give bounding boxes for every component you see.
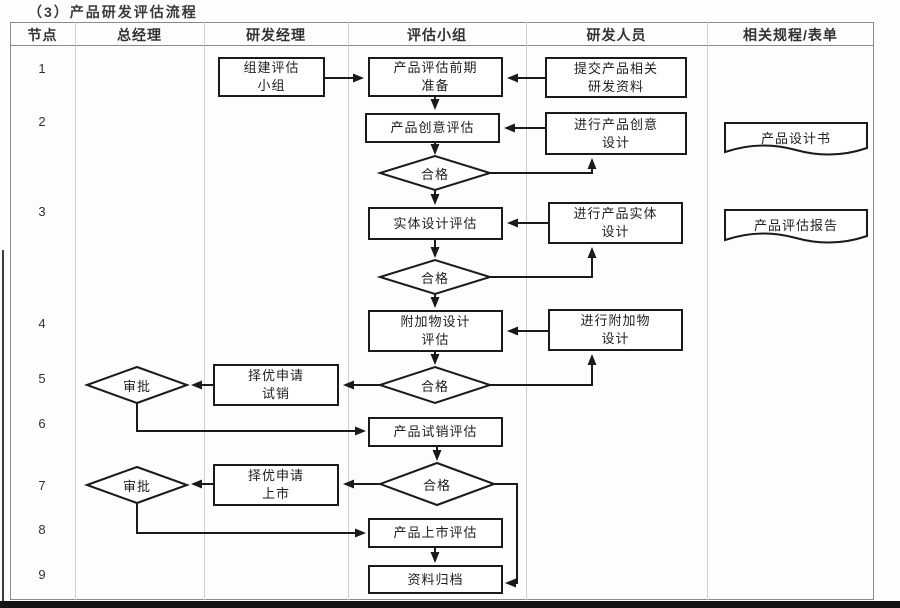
edge-pass1-loop-to-ideadesign [490,158,597,174]
diamond-approve2 [84,465,190,505]
scan-edge-bottom [0,601,900,608]
lane-divider [348,22,349,600]
diamond-pass4 [377,461,497,507]
header-underline [10,45,874,46]
box-launch-eval: 产品上市评估 [368,518,503,548]
document-eval-report [724,209,868,244]
box-build-team: 组建评估 小组 [218,57,325,97]
box-addon-eval: 附加物设计 评估 [368,310,503,352]
diamond-approve1 [84,365,190,405]
lane-header-gm: 总经理 [117,27,162,43]
box-idea-eval: 产品创意评估 [365,113,500,143]
edge-pass2-loop-to-physicaldesign [490,247,597,278]
box-apply-launch: 择优申请 上市 [213,464,339,506]
box-do-physical-design: 进行产品实体 设计 [548,202,683,244]
diamond-pass2 [376,258,494,296]
box-trial-eval: 产品试销评估 [368,417,503,447]
swimlane-table-border [10,22,874,600]
lane-divider [75,22,76,600]
node-number-3: 3 [38,204,46,219]
box-physical-eval: 实体设计评估 [368,207,503,240]
node-number-2: 2 [38,114,46,129]
diamond-pass1 [376,154,494,192]
lane-divider [526,22,527,600]
box-do-idea-design: 进行产品创意 设计 [545,112,687,155]
box-submit-materials: 提交产品相关 研发资料 [545,57,687,98]
box-do-addon-design: 进行附加物 设计 [548,309,683,351]
diamond-pass3 [376,365,494,405]
node-number-9: 9 [38,567,46,582]
lane-divider [204,22,205,600]
lane-header-eval-team: 评估小组 [407,27,467,43]
lane-header-rd-manager: 研发经理 [246,27,306,43]
lane-header-node: 节点 [27,27,58,43]
lane-divider [707,22,708,600]
edge-pass4-to-archive [494,483,518,588]
page-title: （3）产品研发评估流程 [28,4,198,20]
edge-approve1-to-trialeval [136,403,366,436]
edge-approve2-to-launcheval [136,503,366,538]
node-number-5: 5 [38,371,46,386]
node-number-8: 8 [38,522,46,537]
node-number-4: 4 [38,316,46,331]
box-archive: 资料归档 [368,565,503,594]
box-apply-trial: 择优申请 试销 [213,364,339,406]
node-number-1: 1 [38,61,46,76]
lane-header-rd-staff: 研发人员 [586,27,647,43]
lane-header-forms: 相关规程/表单 [743,27,838,43]
node-number-6: 6 [38,416,46,431]
scan-edge-left [2,250,4,608]
node-number-7: 7 [38,478,46,493]
document-design-book [724,122,868,156]
edge-pass3-loop-to-addondesign [490,354,597,386]
box-pre-eval: 产品评估前期 准备 [368,57,503,97]
